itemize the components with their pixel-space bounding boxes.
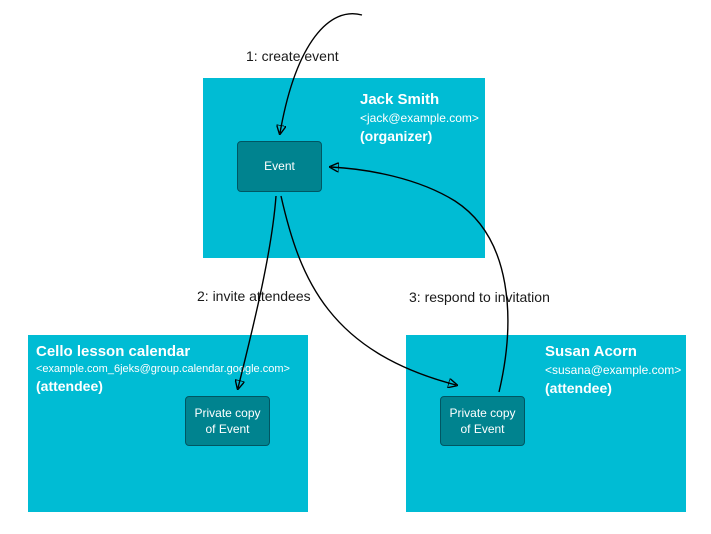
- organizer-text-block: Jack Smith <jack@example.com> (organizer…: [360, 91, 479, 145]
- attendee-person-name: Susan Acorn: [545, 343, 637, 360]
- event-box: Event: [237, 141, 322, 192]
- attendee-person-role: (attendee): [545, 379, 612, 396]
- organizer-name: Jack Smith: [360, 91, 440, 108]
- attendee-calendar-role: (attendee): [36, 378, 103, 395]
- organizer-email: <jack@example.com>: [360, 110, 479, 125]
- attendee-calendar-name: Cello lesson calendar: [36, 343, 191, 360]
- attendee-calendar-text-block: Cello lesson calendar <example.com_6jeks…: [36, 343, 290, 396]
- event-label: Event: [264, 159, 295, 174]
- attendee-person-email: <susana@example.com>: [545, 362, 682, 377]
- step2-label: 2: invite attendees: [197, 288, 311, 304]
- private-copy-label-calendar: Private copy of Event: [194, 405, 261, 436]
- step1-label: 1: create event: [246, 48, 339, 64]
- organizer-role: (organizer): [360, 127, 433, 144]
- attendee-person-text-block: Susan Acorn <susana@example.com> (attend…: [545, 343, 681, 397]
- step3-label: 3: respond to invitation: [409, 289, 550, 305]
- attendee-calendar-email: <example.com_6jeks@group.calendar.google…: [36, 362, 290, 375]
- private-copy-box-calendar: Private copy of Event: [185, 396, 270, 446]
- private-copy-label-person: Private copy of Event: [449, 405, 516, 436]
- private-copy-box-person: Private copy of Event: [440, 396, 525, 446]
